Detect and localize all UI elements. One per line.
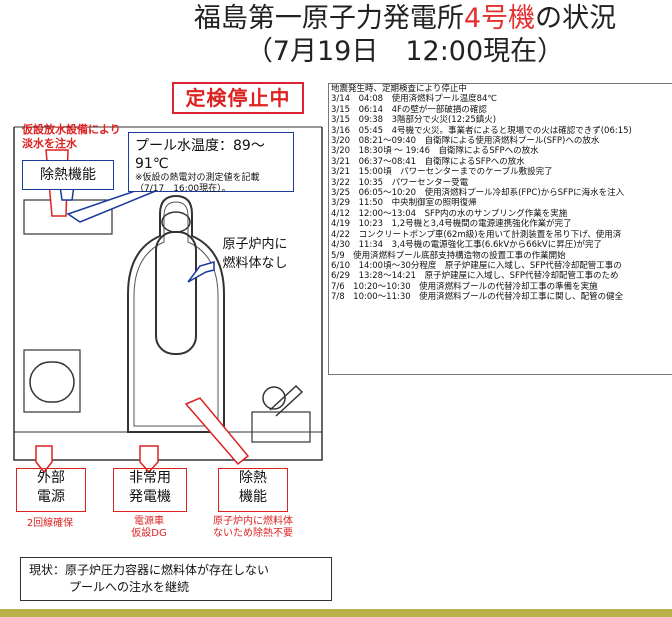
title-unit-highlight: 4号機: [463, 3, 536, 34]
water-injection-note: 仮設放水設備により 淡水を注水: [22, 123, 121, 151]
footer-rule: [0, 609, 672, 617]
right-pump-arm: [269, 384, 304, 417]
emergency-gen-arrow: [139, 445, 159, 474]
core-note-line: 燃料体なし: [222, 256, 288, 271]
pool-temperature: プール水温度：89～91℃: [135, 138, 265, 172]
event-log-entry: 3/15 06:14 4Fの壁が一部破損の確認: [331, 104, 487, 115]
heat-removal-status-line: 原子炉内に燃料体: [213, 516, 293, 527]
vessel-head: [161, 211, 191, 233]
external-power-label: 電源: [37, 489, 65, 505]
event-log-entry: 4/30 11:34 3,4号機の電源強化工事(6.6kVから66kVに昇圧)が…: [331, 240, 603, 251]
event-log-entry: 3/29 11:50 中央制御室の照明復帰: [331, 198, 477, 209]
current-status-box: 現状：原子炉圧力容器に燃料体が存在しない プールへの注水を継続: [20, 557, 332, 601]
title-datetime: （7月19日 12:00現在）: [245, 36, 565, 67]
event-log-entry: 7/8 10:00～11:30 使用済燃料プールの代替冷却工事に関し、配管の健全: [331, 292, 624, 303]
external-power-status: 2回線確保: [26, 518, 74, 529]
water-note-line: 淡水を注水: [22, 137, 77, 150]
event-log-entry: 5/9 使用済燃料プール底部支持構造物の設置工事の作業開始: [331, 250, 566, 261]
building-outline: [13, 127, 323, 461]
event-log-entry: 3/16 05:45 4号機で火災。事業者によると現場での火は確認できず(06:…: [331, 125, 632, 136]
event-log-entry: 4/19 10:23 1,2号機と3,4号機間の電源連携強化作業が完了: [331, 219, 572, 230]
current-status-line: 現状：原子炉圧力容器に燃料体が存在しない: [29, 563, 270, 577]
status-text: 定検停: [185, 86, 249, 110]
core-status-note: 原子炉内に 燃料体なし: [212, 232, 298, 279]
emergency-generator-status-line: 仮設DG: [131, 528, 167, 539]
heat-removal-function-box: 除熱 機能: [218, 468, 288, 512]
event-log-entry: 3/21 06:37～08:41 自衛隊によるSFPへの放水: [331, 156, 525, 167]
event-log-entry: 3/21 15:00頃 パワーセンターまでのケーブル敷設完了: [331, 167, 553, 178]
heat-removal-function-label: 機能: [239, 489, 267, 505]
title-suffix: の状況: [535, 3, 617, 34]
heat-removal-function-status: 原子炉内に燃料体 ないため除熱不要: [206, 516, 300, 540]
pool-temperature-note: ※仮設の熱電対の測定値を記載: [135, 173, 260, 183]
pool-temperature-note: （7/17 16:00現在）。: [135, 184, 231, 194]
reactor-vessel: [155, 231, 197, 355]
emergency-generator-label: 非常用: [129, 470, 171, 486]
left-tank: [29, 361, 75, 403]
emergency-generator-status-line: 電源車: [134, 516, 164, 527]
heat-removal-arrow: [184, 397, 250, 466]
event-log-entry: 6/29 13:28～14:21 原子炉建屋に入域し、SFP代替冷却配管工事のた…: [331, 271, 619, 282]
current-status-line: プールへの注水を継続: [69, 580, 190, 594]
heat-removal-function-label: 除熱: [239, 470, 267, 486]
event-log-entry: 3/25 06:05～10:20 使用済燃料プール冷却系(FPC)からSFPに海…: [331, 188, 625, 199]
event-log-entry: 3/20 18:30頃 ～ 19:46 自衛隊によるSFPへの放水: [331, 146, 539, 157]
event-log-entry: 地震発生時、定期検査により停止中: [331, 84, 467, 94]
heat-removal-box: 除熱機能: [22, 160, 114, 190]
core-note-line: 原子炉内に: [222, 237, 288, 252]
emergency-generator-label: 発電機: [129, 489, 171, 505]
emergency-generator-status: 電源車 仮設DG: [113, 516, 185, 540]
water-note-line: 仮設放水設備により: [22, 123, 121, 136]
left-equipment-box: [23, 349, 81, 413]
event-log-entry: 7/6 10:20～10:30 使用済燃料プールの代替冷却工事の準備を実施: [331, 281, 598, 292]
heat-removal-status-line: ないため除熱不要: [213, 528, 293, 539]
emergency-generator-box: 非常用 発電機: [113, 468, 187, 512]
event-log-entry: 3/14 04:08 使用済燃料プール温度84℃: [331, 94, 497, 105]
right-pump: [262, 386, 286, 410]
title-prefix: 福島第一原子力発電所: [193, 3, 464, 34]
event-log-entry: 3/20 08:21～09:40 自衛隊による使用済燃料プール(SFP)への放水: [331, 136, 600, 147]
external-power-label: 外部: [37, 470, 65, 486]
pool-temperature-box: プール水温度：89～91℃ ※仮設の熱電対の測定値を記載 （7/17 16:00…: [128, 132, 294, 194]
event-log-entry: 3/15 09:38 3階部分で火災(12:25鎮火): [331, 115, 497, 126]
external-power-box: 外部 電源: [16, 468, 86, 512]
containment-vessel: [127, 194, 225, 433]
status-badge: 定検停止中: [172, 82, 304, 114]
status-text-highlight: 止中: [248, 86, 291, 110]
external-power-arrow: [35, 445, 53, 474]
title-line1: 福島第一原子力発電所4号機の状況: [150, 2, 660, 35]
event-log-entry: 4/22 コンクリートポンプ車(62m級)を用いて計測装置を吊り下げ、使用済: [331, 229, 622, 240]
core-callout-arrow: [187, 261, 215, 283]
right-equipment-box: [251, 411, 311, 443]
page-title: 福島第一原子力発電所4号機の状況 （7月19日 12:00現在）: [150, 2, 660, 68]
event-log-entry: 4/12 12:00～13:04 SFP内の水のサンプリング作業を実施: [331, 208, 568, 219]
containment-inner: [133, 201, 219, 427]
event-log-entry: 3/22 10:35 パワーセンター受電: [331, 177, 469, 188]
event-log-entry: 6/10 14:00頃～30分程度 原子炉建屋に入域し、SFP代替冷却配管工事の: [331, 260, 622, 271]
